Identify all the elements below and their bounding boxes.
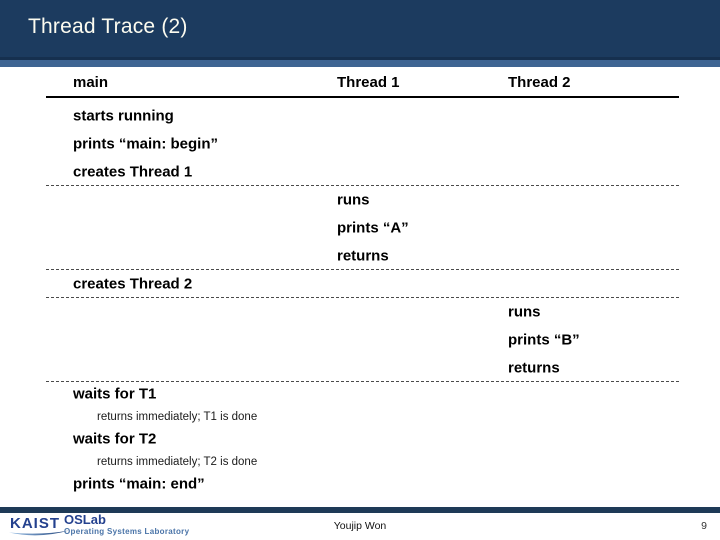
trace-row: prints “A” — [46, 214, 679, 242]
footer-author: Youjip Won — [333, 520, 387, 532]
oslab-logo: OSLab — [64, 512, 106, 527]
trace-cell: returns — [508, 359, 560, 376]
trace-row: prints “main: end” — [46, 472, 679, 496]
trace-cell: creates Thread 2 — [73, 275, 193, 292]
trace-cell: runs — [337, 191, 370, 209]
column-header-thread2: Thread 2 — [508, 74, 571, 91]
footer-bar — [0, 507, 720, 513]
trace-cell: starts running — [73, 107, 174, 125]
trace-cell: returns immediately; T2 is done — [97, 455, 258, 468]
kaist-logo: KAIST — [10, 515, 60, 532]
trace-row: prints “main: begin” — [46, 130, 679, 158]
trace-cell: waits for T2 — [73, 430, 157, 448]
header-bar — [0, 0, 720, 57]
trace-cell: creates Thread 1 — [73, 163, 193, 180]
footer: KAIST OSLab Operating Systems Laboratory… — [0, 513, 720, 540]
trace-row: creates Thread 1 — [46, 158, 679, 186]
trace-cell: runs — [508, 303, 541, 321]
trace-table-header-row: main Thread 1 Thread 2 — [46, 72, 679, 98]
trace-row: runs — [46, 298, 679, 326]
trace-cell: prints “A” — [337, 219, 409, 237]
column-header-main: main — [73, 74, 109, 91]
trace-cell: returns immediately; T1 is done — [97, 410, 258, 423]
kaist-swoosh-icon — [9, 530, 69, 536]
trace-cell: returns — [337, 247, 389, 264]
trace-cell: prints “main: end” — [73, 475, 205, 493]
trace-row: returns — [46, 354, 679, 382]
trace-row: waits for T1 — [46, 382, 679, 406]
header-stripe-dark — [0, 57, 720, 60]
trace-row: returns immediately; T1 is done — [46, 406, 679, 427]
oslab-logo-block: OSLab Operating Systems Laboratory — [64, 513, 189, 536]
trace-row: starts running — [46, 102, 679, 130]
trace-row: waits for T2 — [46, 427, 679, 451]
oslab-subtitle: Operating Systems Laboratory — [64, 526, 190, 536]
trace-row: creates Thread 2 — [46, 270, 679, 298]
trace-rows: starts running prints “main: begin” create… — [46, 98, 679, 496]
trace-cell: prints “B” — [508, 331, 580, 349]
thread-trace-table: main Thread 1 Thread 2 starts running pri… — [46, 72, 679, 496]
slide-title: Thread Trace (2) — [28, 15, 188, 38]
page-number: 9 — [701, 520, 707, 532]
trace-row: returns — [46, 242, 679, 270]
trace-cell: prints “main: begin” — [73, 135, 219, 153]
trace-row: runs — [46, 186, 679, 214]
column-header-thread1: Thread 1 — [337, 74, 400, 91]
header-stripe — [0, 60, 720, 67]
trace-row: returns immediately; T2 is done — [46, 451, 679, 472]
trace-row: prints “B” — [46, 326, 679, 354]
trace-cell: waits for T1 — [73, 385, 157, 403]
